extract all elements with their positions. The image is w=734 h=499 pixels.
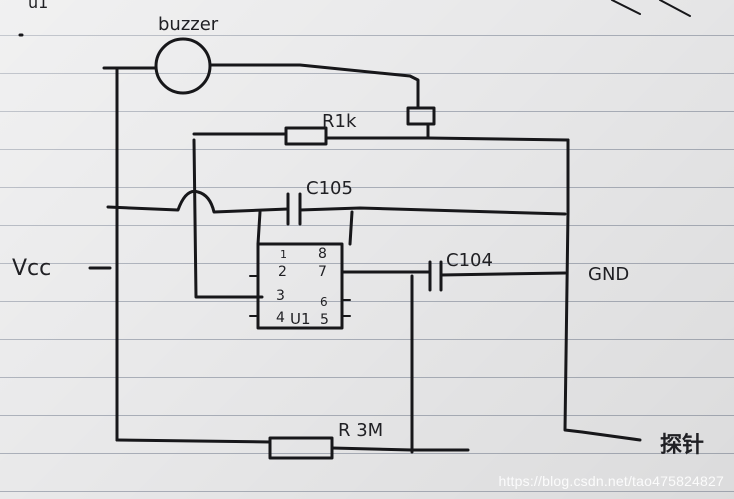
r1k-wire bbox=[192, 132, 570, 142]
resistor-r1k-label: R1k bbox=[322, 111, 357, 132]
switch-symbol bbox=[406, 106, 436, 126]
ic-pin-1: 1 bbox=[280, 248, 287, 261]
gnd-label: GND bbox=[588, 264, 629, 285]
capacitor-c104 bbox=[428, 260, 443, 292]
gnd-rail bbox=[563, 138, 642, 442]
buzzer-label: buzzer bbox=[158, 14, 219, 35]
probe-label: 探针 bbox=[660, 432, 704, 458]
resistor-r3m bbox=[268, 436, 334, 460]
capacitor-c104-label: C104 bbox=[446, 250, 493, 271]
ic-pin-3: 3 bbox=[276, 288, 285, 304]
corner-stroke bbox=[611, 0, 691, 17]
ic-pin-leads bbox=[249, 275, 351, 317]
ic-pin-4: 4 bbox=[276, 310, 285, 326]
resistor-r3m-label: R 3M bbox=[338, 420, 383, 441]
c104-wire bbox=[340, 270, 567, 277]
resistor-r1k bbox=[284, 126, 328, 146]
watermark-url: https://blog.csdn.net/tao475824827 bbox=[498, 473, 724, 489]
pin8-wire bbox=[348, 210, 354, 246]
ic-pin-8: 8 bbox=[318, 246, 327, 262]
r3m-wire bbox=[115, 438, 470, 452]
ic-pin-6: 6 bbox=[320, 295, 328, 309]
pin1-wire bbox=[256, 210, 262, 246]
ic-pin-7: 7 bbox=[318, 264, 327, 280]
ic-pin-5: 5 bbox=[320, 312, 329, 328]
ic-pin-2: 2 bbox=[278, 264, 287, 280]
capacitor-c105-label: C105 bbox=[306, 178, 353, 199]
corner-mark: u1 bbox=[28, 0, 48, 12]
ic-u1-body bbox=[256, 242, 344, 330]
buzzer-symbol bbox=[154, 37, 212, 95]
vcc-label: Vcc bbox=[12, 256, 51, 281]
vcc-rail bbox=[102, 66, 119, 442]
capacitor-c105 bbox=[286, 192, 302, 226]
ic-name-label: U1 bbox=[290, 310, 311, 328]
pin3-wire bbox=[192, 138, 264, 299]
c105-wire bbox=[106, 189, 567, 216]
buzzer-right-wire bbox=[209, 63, 420, 110]
